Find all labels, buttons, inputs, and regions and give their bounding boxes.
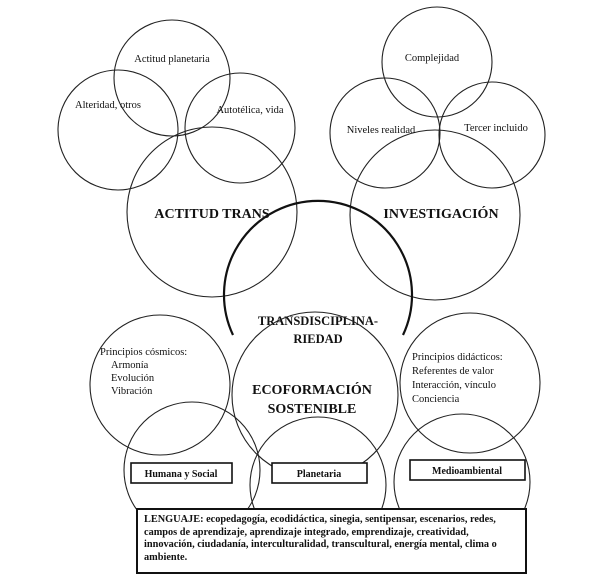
circle-alteridad <box>57 69 179 191</box>
lenguaje-box: LENGUAJE: ecopedagogía, ecodidáctica, si… <box>136 508 527 574</box>
arc-transdisciplinariedad <box>222 199 414 336</box>
lenguaje-text: ecopedagogía, ecodidáctica, sinegia, sen… <box>144 514 497 563</box>
label-autotelica: Autotélica, vida <box>216 105 283 116</box>
lenguaje-heading: LENGUAJE: <box>144 514 204 525</box>
label-planetaria: Planetaria <box>297 469 341 480</box>
label-investigacion: INVESTIGACIÓN <box>383 205 498 222</box>
box-humana-social <box>130 462 233 484</box>
label-actitud-trans: ACTITUD TRANS <box>154 207 269 222</box>
circle-actitud-trans <box>126 126 298 298</box>
label-principios-cosmicos-1: Armonía <box>111 360 149 371</box>
box-medioambiental <box>409 459 526 481</box>
circle-principios-didacticos <box>399 312 541 454</box>
label-principios-cosmicos-2: Evolución <box>111 373 155 384</box>
label-principios-cosmicos-3: Vibración <box>111 386 153 397</box>
label-principios-didacticos-1: Referentes de valor <box>412 366 494 377</box>
label-transdisciplinariedad-1: TRANSDISCIPLINA- <box>258 314 378 328</box>
label-complejidad: Complejidad <box>405 53 460 64</box>
label-tercer-incluido: Tercer incluido <box>464 123 528 134</box>
label-ecoformacion-2: SOSTENIBLE <box>268 402 357 417</box>
label-niveles-realidad: Niveles realidad <box>347 125 416 136</box>
label-alteridad: Alteridad, otros <box>75 100 141 111</box>
label-principios-didacticos-0: Principios didácticos: <box>412 352 503 363</box>
circle-tercer-incluido <box>438 81 546 189</box>
circle-autotelica <box>184 72 296 184</box>
box-planetaria <box>271 462 368 484</box>
circle-principios-cosmicos <box>89 314 231 456</box>
circle-niveles-realidad <box>329 77 441 189</box>
label-transdisciplinariedad-2: RIEDAD <box>293 332 342 346</box>
label-actitud-planetaria: Actitud planetaria <box>134 54 210 65</box>
label-principios-didacticos-3: Conciencia <box>412 394 460 405</box>
label-principios-didacticos-2: Interacción, vínculo <box>412 380 496 391</box>
circle-investigacion <box>349 129 521 301</box>
label-principios-cosmicos-0: Principios cósmicos: <box>100 347 187 358</box>
label-medioambiental: Medioambiental <box>432 466 502 477</box>
label-ecoformacion-1: ECOFORMACIÓN <box>252 381 372 398</box>
circle-complejidad <box>381 6 493 118</box>
label-humana-social: Humana y Social <box>145 469 218 480</box>
circle-actitud-planetaria <box>113 19 231 137</box>
